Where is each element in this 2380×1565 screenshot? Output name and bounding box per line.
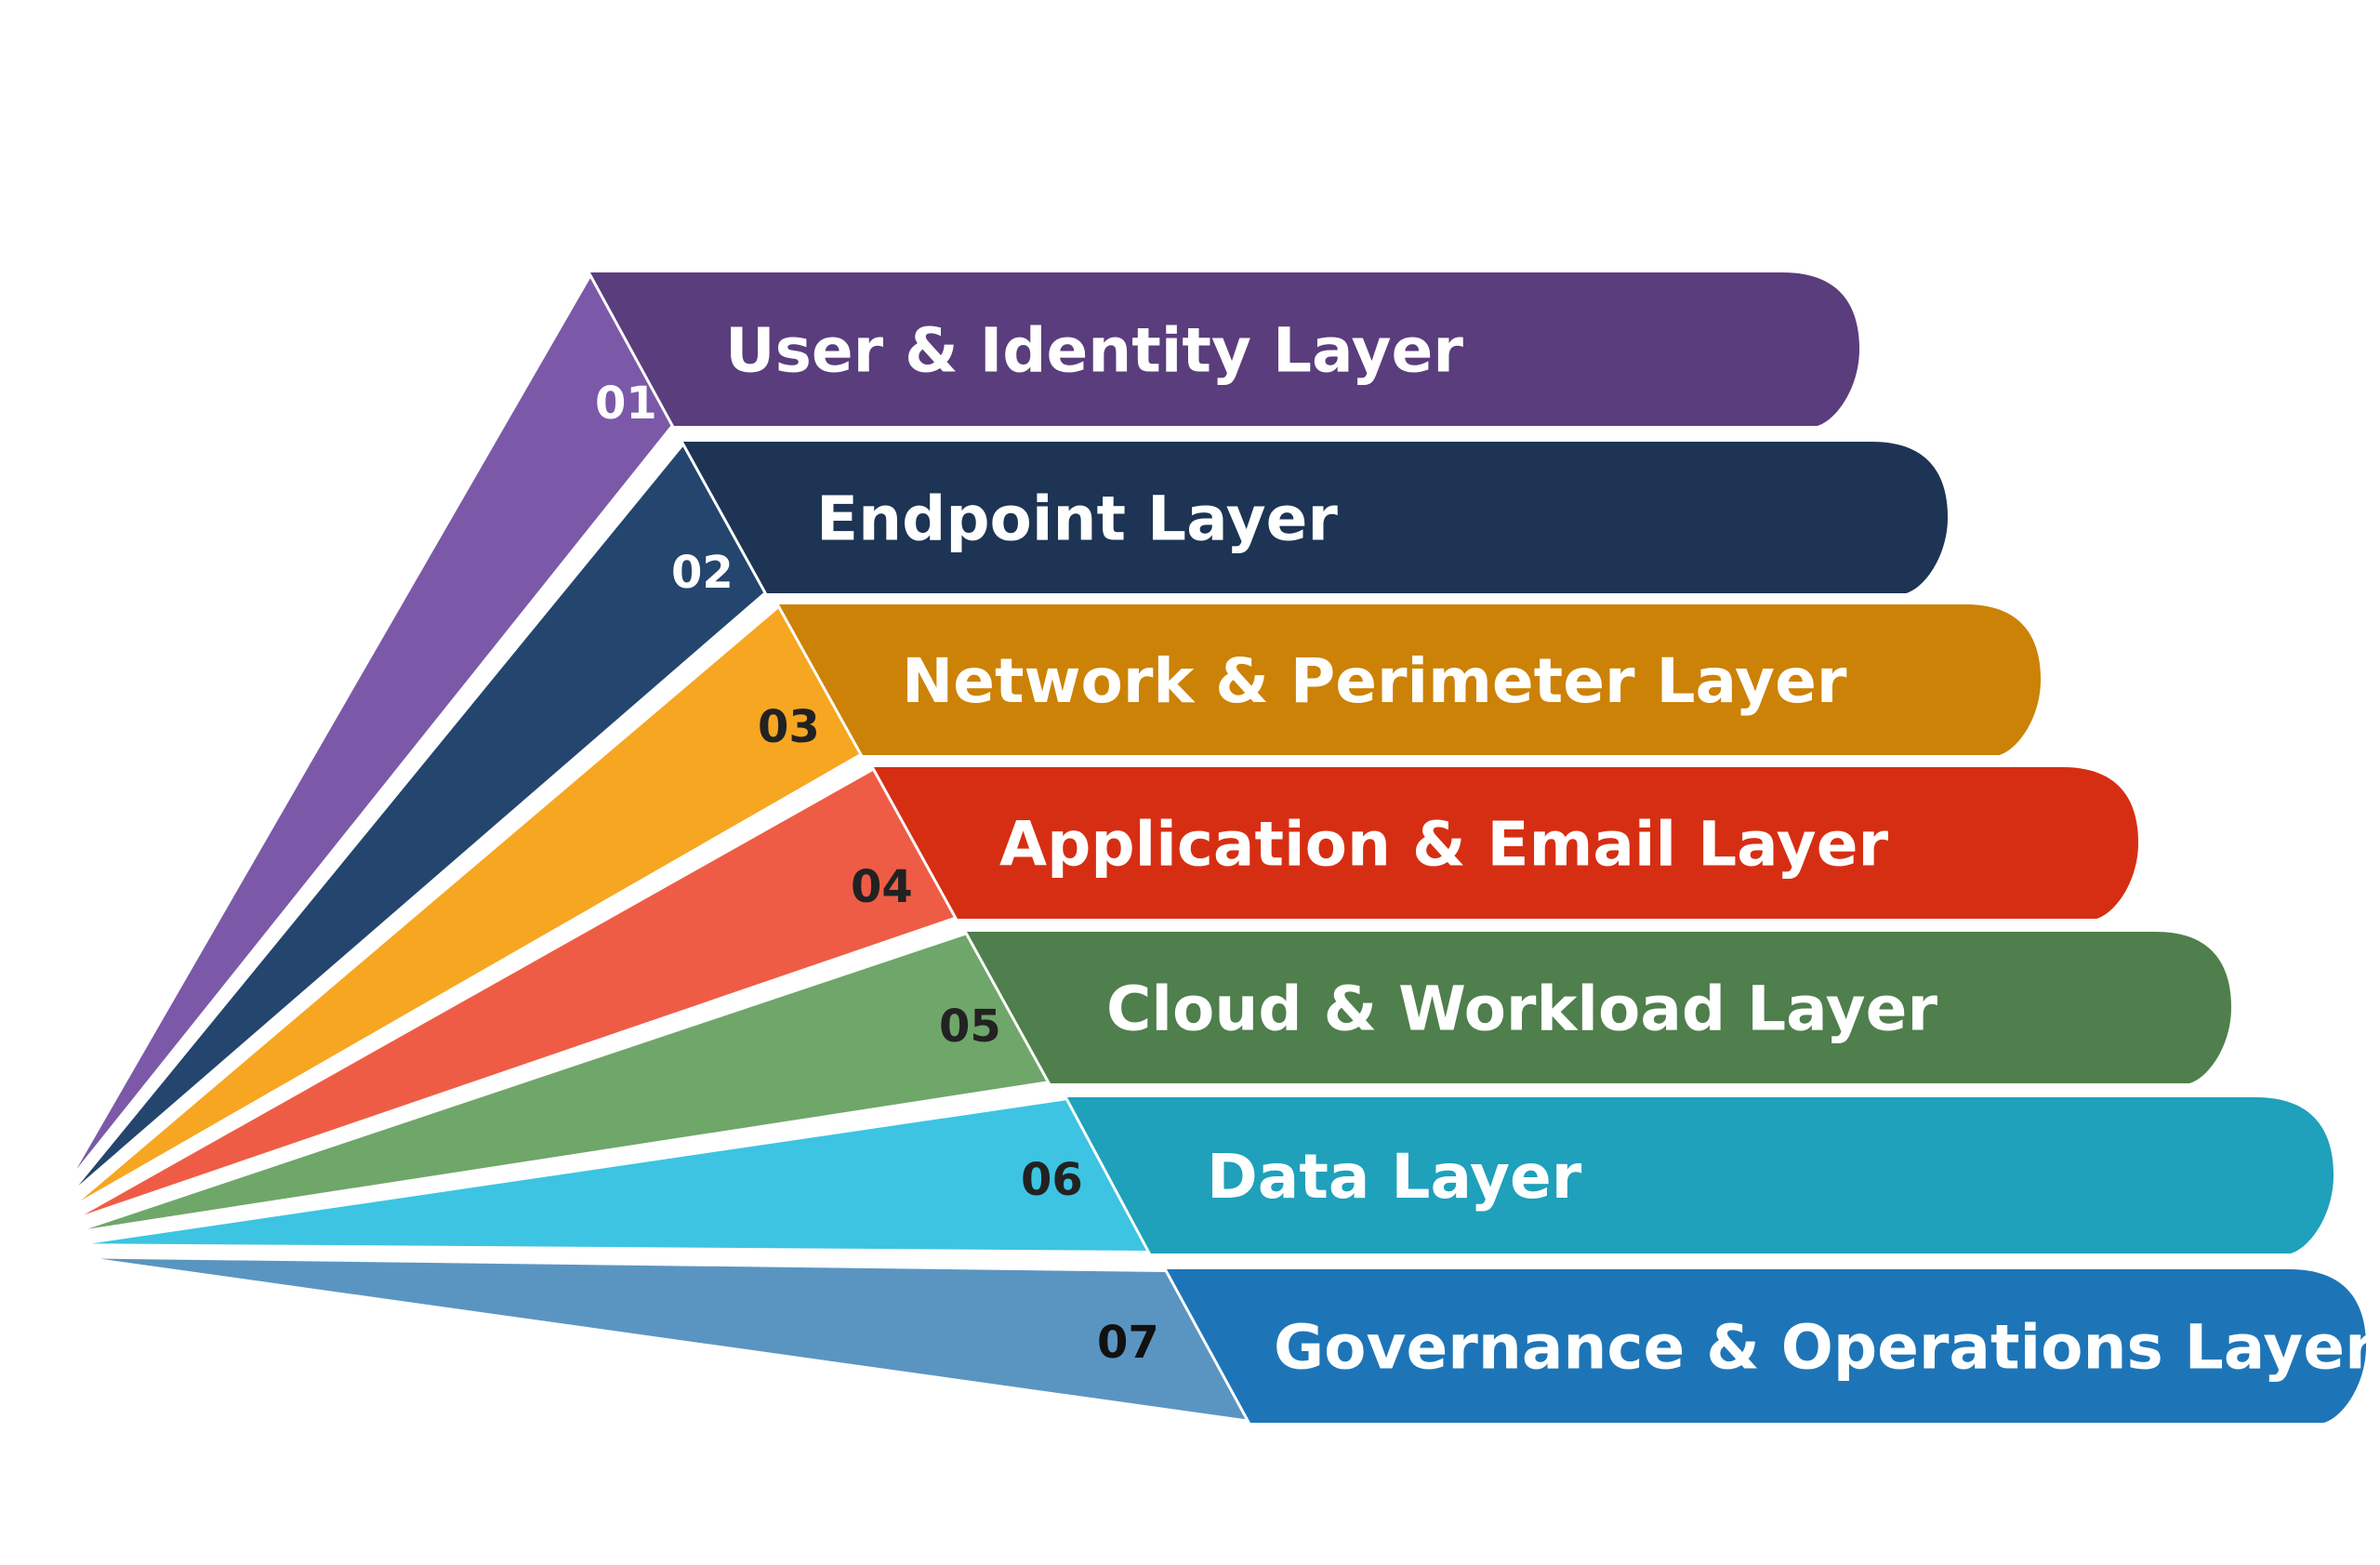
layer-06-number: 06 [1021, 1154, 1083, 1206]
layer-03-band [779, 604, 2041, 755]
bands-group [590, 272, 2366, 1423]
layer-01-number: 01 [595, 378, 657, 430]
layer-07-band [1167, 1269, 2366, 1423]
layer-02-band [683, 442, 1948, 593]
layer-05-number: 05 [939, 1001, 1001, 1053]
layer-03-label: Network & Perimeter Layer [902, 645, 1847, 717]
layer-01-label: User & Identity Layer [725, 315, 1463, 387]
layer-04-number: 04 [851, 861, 913, 913]
layer-06-label: Data Layer [1207, 1141, 1582, 1213]
layer-05-band [967, 932, 2231, 1083]
layer-02-label: Endpoint Layer [816, 484, 1338, 555]
layer-03-number: 03 [758, 701, 820, 753]
layer-04-band [874, 767, 2138, 919]
layer-07-label: Governance & Operations Layer [1274, 1312, 2375, 1384]
layer-05-label: Cloud & Workload Layer [1106, 974, 1937, 1045]
layer-07-number: 07 [1097, 1317, 1159, 1369]
numbers-group: 01 02 03 04 05 06 07 [595, 378, 1159, 1369]
layer-06-band [1067, 1097, 2334, 1253]
layer-01-band [590, 272, 1859, 426]
layer-07-wedge [53, 1253, 1253, 1426]
wedges-group [53, 270, 1253, 1426]
layer-04-label: Application & Email Layer [999, 809, 1888, 881]
layer-02-number: 02 [671, 547, 734, 599]
